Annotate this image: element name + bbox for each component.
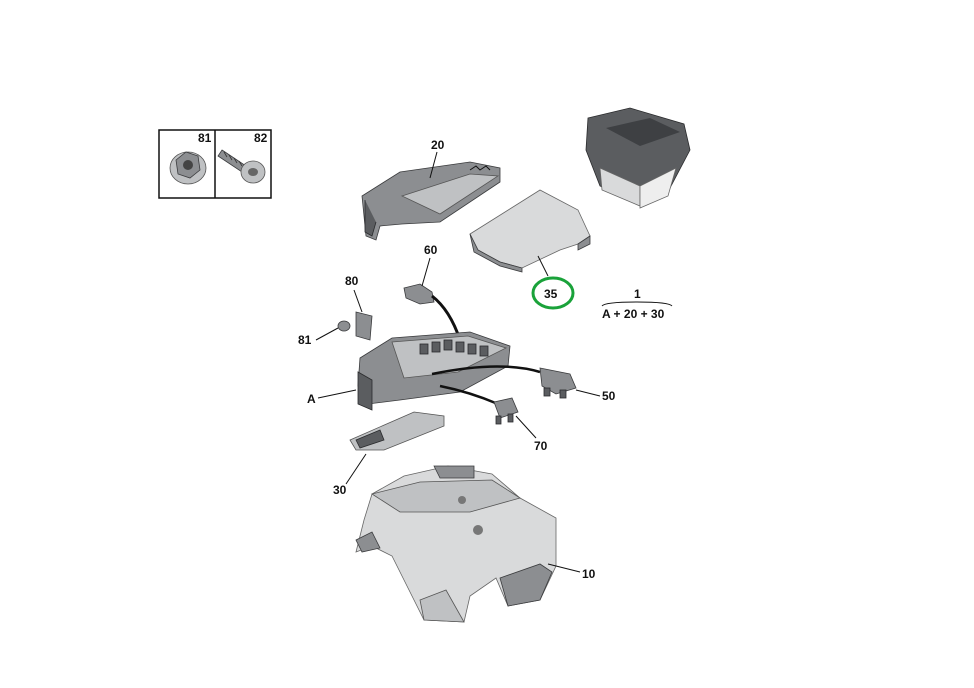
part-50-fuse — [539, 367, 577, 399]
self-tapping-screw-icon — [217, 149, 266, 184]
leader-10 — [547, 563, 581, 573]
assembly-formula-text: A + 20 + 30 — [602, 307, 665, 321]
leader-81 — [315, 327, 339, 341]
leader-30 — [345, 453, 367, 485]
part-10-bottom-tray — [355, 465, 557, 623]
leader-50 — [575, 389, 601, 397]
callout-35: 35 — [544, 287, 558, 301]
leader-70 — [515, 415, 537, 439]
leader-80 — [353, 289, 363, 313]
part-20-upper-cover — [361, 161, 501, 241]
callout-20: 20 — [431, 138, 445, 152]
leader-60 — [421, 257, 431, 287]
callout-A: A — [307, 392, 316, 406]
part-A-fuse-block — [357, 331, 541, 411]
callout-10: 10 — [582, 567, 596, 581]
part-60-fuse-link — [403, 283, 462, 341]
callout-60: 60 — [424, 243, 438, 257]
callout-70: 70 — [534, 439, 548, 453]
part-80-bracket — [355, 311, 373, 341]
part-70-fuse — [493, 397, 519, 425]
fuse-slots — [419, 339, 489, 357]
hardware-inset-box: 81 82 — [158, 129, 272, 199]
callout-81: 81 — [298, 333, 312, 347]
callout-50: 50 — [602, 389, 616, 403]
highlight-ring-35 — [531, 276, 575, 310]
callout-80: 80 — [345, 274, 359, 288]
flange-nut-icon — [169, 151, 207, 185]
part-81-nut — [337, 320, 351, 332]
assembly-formula: 1 A + 20 + 30 — [601, 287, 673, 321]
part-30-plate — [349, 411, 445, 451]
callout-81-box: 81 — [198, 131, 212, 145]
callout-82-box: 82 — [254, 131, 268, 145]
assembled-fuse-box-preview — [585, 107, 691, 209]
assembly-number: 1 — [634, 287, 641, 301]
leader-20 — [429, 151, 438, 179]
part-35-lid — [469, 189, 591, 273]
callout-30: 30 — [333, 483, 347, 497]
leader-35 — [537, 255, 549, 277]
leader-A — [317, 389, 357, 399]
